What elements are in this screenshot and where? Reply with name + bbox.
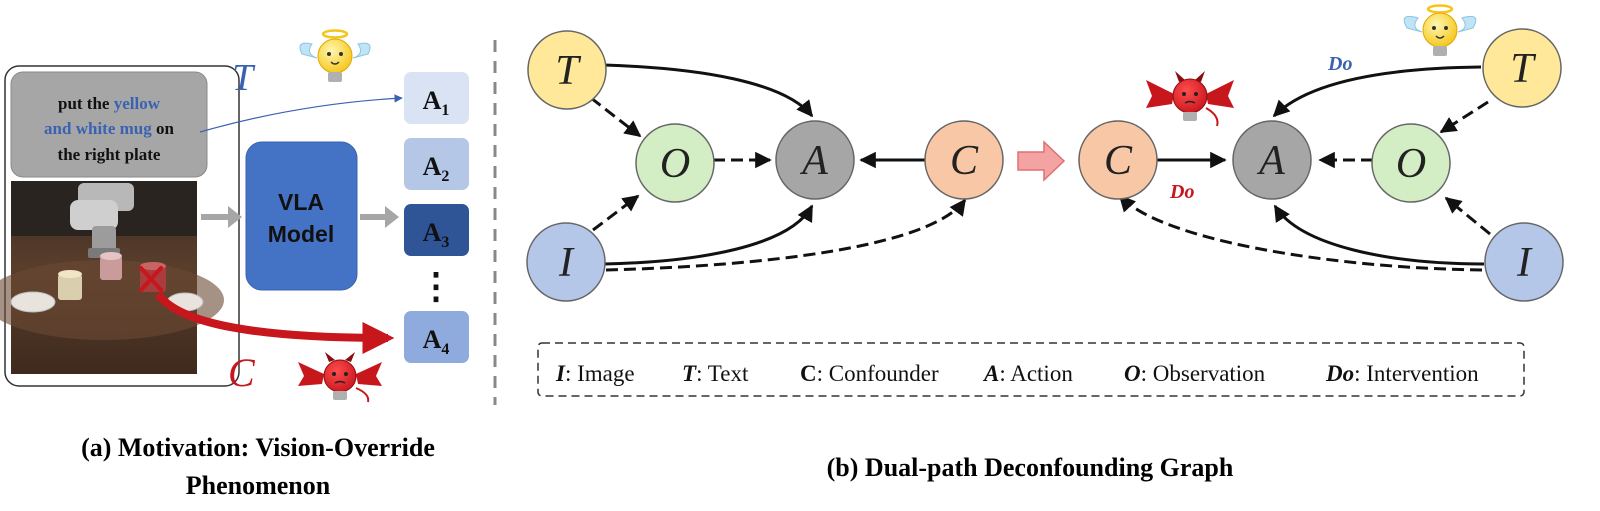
- label-t: T: [232, 57, 256, 99]
- action-2-sub: 2: [441, 168, 449, 185]
- svg-text:O: O: [1396, 141, 1426, 187]
- panel-a: put the yellow and white mug on the righ…: [0, 29, 469, 500]
- label-c: C: [228, 350, 256, 395]
- robot-scene-image: [0, 181, 224, 374]
- right-node-a: A: [1232, 120, 1312, 200]
- legend-item-observation: O: Observation: [1124, 361, 1266, 386]
- do-label-text: Do: [1327, 53, 1352, 75]
- transition-arrow: [1017, 140, 1066, 182]
- left-node-i: I: [526, 222, 606, 302]
- instruction-line1: put the: [58, 94, 110, 113]
- action-1-base: A: [423, 86, 442, 115]
- svg-text:A2: A2: [423, 152, 450, 185]
- image-to-model-arrow: [201, 206, 242, 228]
- angel-bulb-icon: [299, 29, 371, 82]
- svg-text:A: A: [1256, 138, 1285, 184]
- svg-text:A4: A4: [423, 325, 450, 358]
- action-4-base: A: [423, 325, 442, 354]
- legend-item-confounder: C: Confounder: [800, 361, 939, 386]
- action-2-base: A: [423, 152, 442, 181]
- action-3-sub: 3: [441, 234, 449, 251]
- left-graph-edges: [590, 63, 967, 272]
- svg-text:T: T: [1510, 46, 1536, 92]
- svg-text:I: I: [558, 240, 575, 286]
- action-box-1: A1: [404, 72, 469, 124]
- action-4-sub: 4: [441, 341, 449, 358]
- devil-bulb-icon-graph: [1146, 71, 1234, 127]
- legend-item-image: I: Image: [555, 361, 635, 386]
- action-1-sub: 1: [441, 102, 449, 119]
- legend-item-text: T: Text: [682, 361, 749, 386]
- right-graph-edges: [1118, 65, 1491, 272]
- wrong-target-x-icon: [139, 266, 163, 292]
- do-label-confounder: Do: [1169, 181, 1194, 203]
- vla-model-line1: VLA: [278, 189, 324, 215]
- left-node-a: A: [775, 120, 855, 200]
- instruction-line2-rest: on: [156, 119, 175, 138]
- svg-text:I: I: [1516, 240, 1533, 286]
- svg-text:O: O: [660, 141, 690, 187]
- svg-text:C: C: [950, 138, 979, 184]
- left-node-o: O: [635, 123, 715, 203]
- svg-text:A: A: [799, 138, 828, 184]
- legend-item-intervention: Do: Intervention: [1325, 361, 1479, 386]
- action-3-base: A: [423, 218, 442, 247]
- action-box-4: A4: [404, 311, 469, 363]
- instruction-line2-highlight: and white mug: [44, 119, 152, 138]
- vla-model-box: VLA Model: [245, 141, 358, 291]
- instruction-line3: the right plate: [58, 145, 161, 164]
- svg-text:put the yellow: put the yellow: [58, 94, 161, 113]
- left-node-c: C: [924, 120, 1004, 200]
- action-ellipsis: ⋮: [418, 265, 454, 306]
- caption-a-line1: (a) Motivation: Vision-Override: [81, 433, 435, 462]
- right-node-i: I: [1484, 222, 1564, 302]
- right-node-t: T: [1482, 28, 1562, 108]
- svg-text:C: C: [1104, 138, 1133, 184]
- model-to-action-arrow: [360, 206, 399, 228]
- svg-text:A3: A3: [423, 218, 450, 251]
- angel-bulb-icon-graph: [1403, 4, 1477, 56]
- confounder-path-arrow: [154, 291, 395, 354]
- caption-a-line2: Phenomenon: [186, 471, 331, 500]
- instruction-box: put the yellow and white mug on the righ…: [10, 71, 208, 178]
- right-node-c: C: [1078, 120, 1158, 200]
- action-box-3: A3: [404, 204, 469, 256]
- legend-box: I: Image T: Text C: Confounder A: Action…: [537, 342, 1525, 397]
- right-node-o: O: [1371, 123, 1451, 203]
- svg-text:T: T: [555, 48, 581, 94]
- text-path-arrow: [199, 94, 403, 133]
- devil-bulb-icon: [298, 352, 382, 403]
- panel-b: T O A C I Do: [526, 4, 1564, 482]
- svg-text:and white mug on: and white mug on: [44, 119, 174, 138]
- left-node-t: T: [527, 30, 607, 110]
- vla-model-line2: Model: [268, 221, 334, 247]
- action-box-2: A2: [404, 138, 469, 190]
- svg-text:A1: A1: [423, 86, 450, 119]
- legend-item-action: A: Action: [982, 361, 1073, 386]
- instruction-line1-highlight: yellow: [114, 94, 161, 113]
- caption-b: (b) Dual-path Deconfounding Graph: [827, 453, 1234, 482]
